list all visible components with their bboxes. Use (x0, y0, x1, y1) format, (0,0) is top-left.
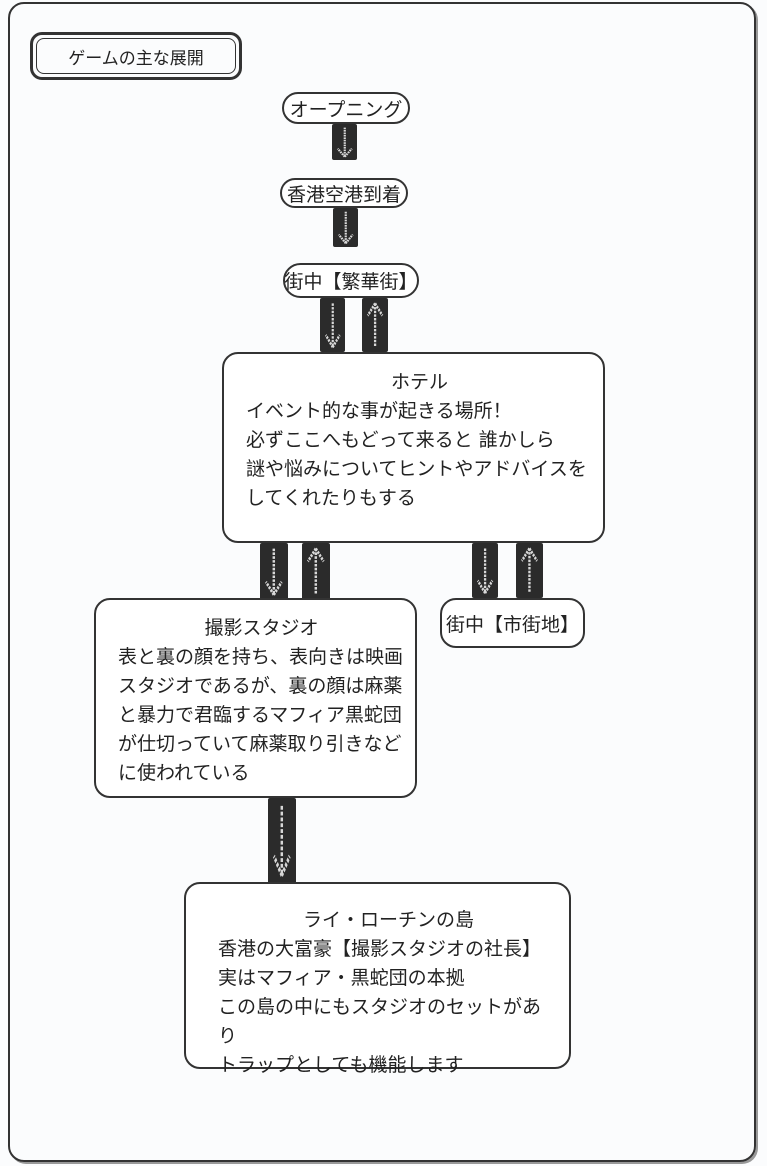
hotel-line: イベント的な事が起きる場所！ (246, 400, 512, 422)
arrow-up-icon (362, 298, 388, 352)
island-line: トラップとしても機能します (218, 1054, 464, 1076)
node-hotel: ホテル イベント的な事が起きる場所！ 必ずここへもどって来ると 誰かしら 謎や悩… (222, 352, 605, 543)
node-studio: 撮影スタジオ 表と裏の顔を持ち、表向きは映画 スタジオであるが、裏の顔は麻薬 と… (94, 598, 417, 798)
arrow-up-icon (302, 543, 330, 600)
node-airport: 香港空港到着 (280, 178, 408, 208)
node-opening: オープニング (282, 92, 410, 124)
hotel-title: ホテル (390, 371, 448, 393)
arrow-down-icon (260, 543, 288, 600)
hotel-line: 必ずここへもどって来ると 誰かしら (246, 429, 555, 451)
page-frame (8, 2, 756, 1162)
arrow-down-icon (320, 298, 345, 352)
studio-line: に使われている (118, 762, 250, 784)
title-inner-border (36, 38, 236, 74)
island-line: この島の中にもスタジオのセットがあり (218, 996, 542, 1047)
arrow-up-icon (516, 543, 543, 598)
diagram-title: ゲームの主な展開 (68, 48, 204, 69)
studio-line: 表と裏の顔を持ち、表向きは映画 (118, 646, 404, 668)
studio-line: と暴力で君臨するマフィア黒蛇団 (118, 704, 402, 726)
node-island: ライ・ローチンの島 香港の大富豪【撮影スタジオの社長】 実はマフィア・黒蛇団の本… (184, 882, 571, 1076)
studio-line: が仕切っていて麻薬取り引きなど (118, 733, 402, 755)
studio-title: 撮影スタジオ (204, 617, 319, 639)
arrow-down-icon (333, 208, 358, 247)
hotel-line: してくれたりもする (246, 487, 416, 509)
island-line: 実はマフィア・黒蛇団の本拠 (218, 967, 465, 989)
arrow-down-icon (268, 798, 296, 884)
hotel-line: 謎や悩みについてヒントやアドバイスを (246, 458, 587, 480)
island-line: 香港の大富豪【撮影スタジオの社長】 (218, 938, 542, 960)
arrow-down-icon (332, 124, 357, 160)
studio-line: スタジオであるが、裏の顔は麻薬 (118, 675, 403, 697)
node-downtown-busy: 街中【繁華街】 (283, 263, 419, 298)
island-title: ライ・ローチンの島 (302, 909, 474, 931)
arrow-down-icon (472, 543, 498, 598)
diagram-title-box: ゲームの主な展開 (30, 32, 242, 80)
node-downtown-city: 街中【市街地】 (440, 598, 585, 648)
